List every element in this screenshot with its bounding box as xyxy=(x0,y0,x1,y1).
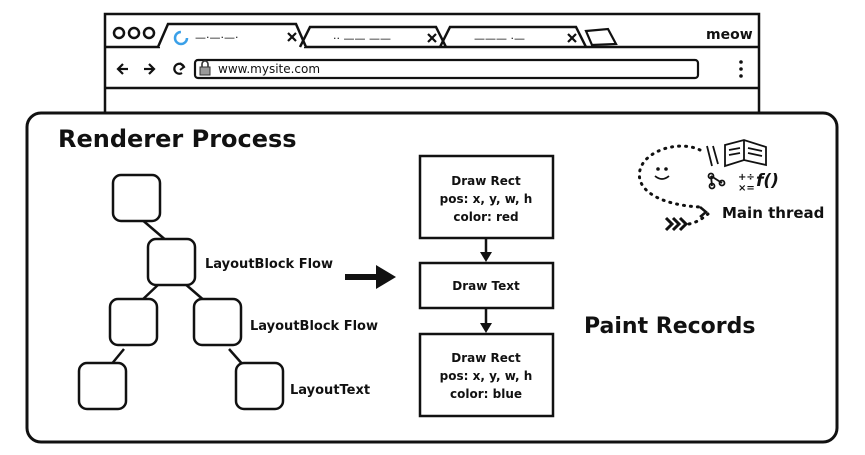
tab-2-label: ·· —— —— xyxy=(333,32,391,45)
tools-icon xyxy=(706,145,726,190)
layout-node-flow-1 xyxy=(146,237,197,287)
browser-brand: meow xyxy=(706,27,753,43)
paint-record-1-line2: pos: x, y, w, h xyxy=(440,192,533,206)
thread-dotted-tail-icon xyxy=(687,212,710,226)
layout-node-root xyxy=(111,173,162,223)
renderer-title: Renderer Process xyxy=(58,125,297,153)
traffic-lights-icon[interactable] xyxy=(112,26,156,40)
transform-arrow xyxy=(345,265,396,289)
paint-records-heading: Paint Records xyxy=(584,314,755,339)
paint-record-2: Draw Text xyxy=(418,261,555,310)
browser-window: —·—·—· ·· —— —— ——— ·— xyxy=(103,12,761,122)
paint-record-arrow xyxy=(480,238,492,262)
paint-record-arrow xyxy=(480,308,492,333)
layout-node-leaf xyxy=(77,361,128,411)
reload-icon[interactable] xyxy=(173,62,186,75)
close-icon[interactable] xyxy=(567,33,577,43)
back-arrow-icon[interactable] xyxy=(116,63,128,75)
thread-dotted-outline-icon xyxy=(637,144,702,209)
tab-3[interactable]: ——— ·— xyxy=(438,25,588,48)
layout-node-left xyxy=(108,297,159,347)
paint-record-3: Draw Rect pos: x, y, w, h color: blue xyxy=(418,332,555,418)
paint-record-1: Draw Rect pos: x, y, w, h color: red xyxy=(418,154,555,240)
tab-1[interactable]: —·—·—· xyxy=(156,22,308,49)
close-icon[interactable] xyxy=(427,33,437,43)
loading-spinner-icon xyxy=(173,30,189,46)
address-bar[interactable]: www.mysite.com xyxy=(193,58,700,80)
paint-record-3-line3: color: blue xyxy=(450,387,522,401)
tab-2[interactable]: ·· —— —— xyxy=(298,25,448,48)
main-thread-label: Main thread xyxy=(722,204,824,222)
tab-3-label: ——— ·— xyxy=(474,32,525,45)
tab-1-label: —·—·—· xyxy=(195,31,239,44)
paint-record-3-line2: pos: x, y, w, h xyxy=(440,369,533,383)
function-glyph: f() xyxy=(756,171,779,191)
math-symbols-icon: ×= xyxy=(738,183,755,194)
layout-node-text xyxy=(234,361,285,411)
lock-icon xyxy=(199,60,211,76)
book-icon xyxy=(724,139,767,168)
layout-label-text: LayoutText xyxy=(290,383,370,398)
new-tab-icon[interactable] xyxy=(584,27,618,47)
math-symbols-icon: +÷ xyxy=(738,172,755,183)
address-url: www.mysite.com xyxy=(218,62,320,76)
main-thread-illustration: +÷ ×= f() xyxy=(637,139,779,232)
kebab-menu-icon[interactable] xyxy=(739,60,743,78)
paint-record-3-line1: Draw Rect xyxy=(451,351,521,365)
thread-arrow-icon xyxy=(699,206,708,218)
smiley-face-icon xyxy=(654,167,670,180)
paint-record-1-line3: color: red xyxy=(453,210,518,224)
paint-record-1-line1: Draw Rect xyxy=(451,174,521,188)
close-icon[interactable] xyxy=(287,32,297,42)
layout-tree-nodes xyxy=(77,173,285,411)
layout-label-flow-1: LayoutBlock Flow xyxy=(205,257,333,272)
layout-node-flow-2 xyxy=(192,297,243,347)
forward-arrow-icon[interactable] xyxy=(144,63,156,75)
speed-chevrons-icon xyxy=(664,216,689,232)
paint-record-2-line1: Draw Text xyxy=(452,279,520,293)
layout-label-flow-2: LayoutBlock Flow xyxy=(250,319,378,334)
